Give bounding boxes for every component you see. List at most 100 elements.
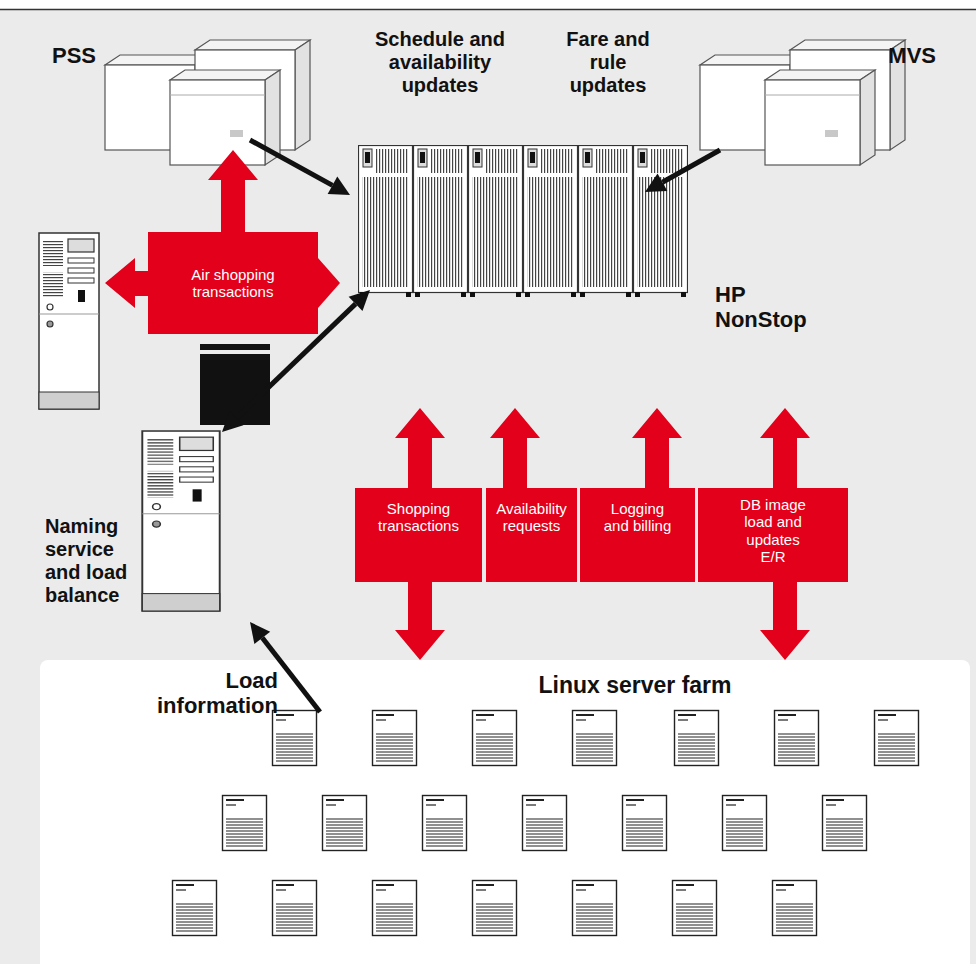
- server-icon-line: [576, 930, 613, 931]
- server-icon-line: [626, 804, 636, 805]
- server-icon-line: [678, 757, 715, 758]
- server-icon-line: [476, 714, 494, 716]
- server-icon: [775, 711, 819, 766]
- server-icon-line: [426, 827, 463, 828]
- server-icon-line: [726, 818, 763, 819]
- server-icon-line: [426, 842, 463, 843]
- server-icon-line: [376, 927, 413, 928]
- server-icon-line: [276, 906, 313, 907]
- server-icon-line: [778, 719, 788, 720]
- server-icon: [723, 796, 767, 851]
- server-icon-line: [626, 830, 663, 831]
- server-icon: [623, 796, 667, 851]
- server-icon-line: [276, 927, 313, 928]
- server-icon-line: [778, 748, 815, 749]
- server-icon-line: [476, 927, 513, 928]
- server-icon: [673, 881, 717, 936]
- server-icon-line: [626, 821, 663, 822]
- server-icon-line: [476, 903, 513, 904]
- server-icon-line: [778, 739, 815, 740]
- mainframe-node: PSS: [100, 35, 320, 170]
- server-icon-line: [776, 930, 813, 931]
- server-icon-body: [573, 711, 617, 766]
- server-icon-line: [376, 909, 413, 910]
- server-icon-line: [678, 736, 715, 737]
- server-icon-body: [775, 711, 819, 766]
- server-icon-line: [576, 748, 613, 749]
- server-tower: [39, 233, 99, 409]
- server-icon-line: [276, 889, 286, 890]
- server-icon-line: [576, 918, 613, 919]
- node-label: HP NonStop: [715, 282, 807, 333]
- server-icon-line: [826, 842, 863, 843]
- server-icon-line: [878, 760, 915, 761]
- server-icon-line: [376, 748, 413, 749]
- server-icon-line: [878, 719, 888, 720]
- server-icon-line: [276, 924, 313, 925]
- server-icon-line: [376, 906, 413, 907]
- server-icon-line: [376, 760, 413, 761]
- server-icon-line: [576, 714, 594, 716]
- server-icon-line: [226, 839, 263, 840]
- server-icon-line: [376, 733, 413, 734]
- black-block: [200, 344, 270, 350]
- server-icon-line: [826, 821, 863, 822]
- server-icon-line: [778, 733, 815, 734]
- server-icon-line: [878, 714, 896, 716]
- server-icon-line: [276, 714, 294, 716]
- server-icon-line: [476, 736, 513, 737]
- server-icon-line: [276, 757, 313, 758]
- server-icon-body: [423, 796, 467, 851]
- server-icon-line: [826, 830, 863, 831]
- server-icon-body: [373, 881, 417, 936]
- server-icon-line: [576, 754, 613, 755]
- server-icon-line: [726, 827, 763, 828]
- server-icon-line: [676, 906, 713, 907]
- server-icon-line: [676, 889, 686, 890]
- server-icon-line: [576, 909, 613, 910]
- server-icon-body: [773, 881, 817, 936]
- arrow-head: [250, 622, 270, 644]
- server-icon-line: [326, 833, 363, 834]
- server-icon-line: [476, 745, 513, 746]
- server-icon-line: [176, 915, 213, 916]
- server-icon-body: [623, 796, 667, 851]
- server-icon-line: [878, 754, 915, 755]
- server-icon-line: [878, 751, 915, 752]
- server-icon-line: [826, 836, 863, 837]
- server-icon-line: [526, 804, 536, 805]
- server-icon-line: [626, 839, 663, 840]
- server-icon-line: [176, 884, 194, 886]
- server-icon-line: [426, 836, 463, 837]
- arrow-head: [349, 290, 370, 311]
- server-icon-line: [676, 909, 713, 910]
- server-icon-line: [678, 760, 715, 761]
- server-node: Naming service and load balance: [45, 428, 255, 624]
- server-icon-line: [376, 754, 413, 755]
- server-icon: [573, 881, 617, 936]
- mainframe-node: MVS: [690, 35, 940, 170]
- block-arrow: [760, 408, 810, 488]
- server-icon-body: [875, 711, 919, 766]
- edge-label: Fare and rule updates: [552, 28, 664, 97]
- server-icon-line: [476, 754, 513, 755]
- server-icon-line: [476, 748, 513, 749]
- server-icon-line: [526, 842, 563, 843]
- server-icon-line: [276, 745, 313, 746]
- server-icon-line: [778, 745, 815, 746]
- red-flow-box: Availability requests: [486, 488, 577, 582]
- server-icon-line: [176, 927, 213, 928]
- server-icon: [173, 881, 217, 936]
- server-icon-line: [778, 754, 815, 755]
- server-icon-line: [376, 714, 394, 716]
- server-icon-line: [426, 845, 463, 846]
- server-icon-line: [276, 754, 313, 755]
- server-icon-line: [878, 757, 915, 758]
- server-icon: [473, 881, 517, 936]
- server-icon-line: [476, 912, 513, 913]
- server-icon: [573, 711, 617, 766]
- server-icon-line: [476, 918, 513, 919]
- server-icon-line: [776, 921, 813, 922]
- server-icon: [675, 711, 719, 766]
- server-icon-line: [826, 833, 863, 834]
